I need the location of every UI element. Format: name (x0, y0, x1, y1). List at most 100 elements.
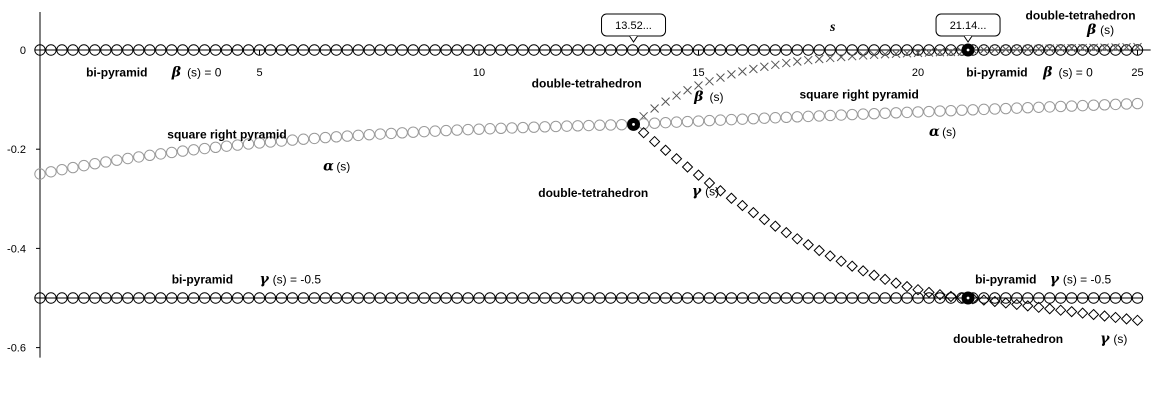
annotation-label: α (323, 159, 334, 175)
series-point (1033, 292, 1045, 304)
series-point (78, 292, 90, 304)
series-point (506, 122, 518, 134)
series-point (857, 265, 869, 277)
series-point (847, 51, 857, 61)
series-point (550, 44, 562, 56)
callouts: 13.52...21.14... (601, 13, 1001, 43)
series-point (846, 108, 858, 121)
series-point (659, 44, 672, 56)
series-point (144, 44, 156, 56)
series-point (209, 44, 222, 56)
series-point (572, 44, 584, 56)
annotation-label: (s) (1113, 332, 1127, 346)
series-point (242, 138, 255, 150)
series-point (396, 292, 408, 304)
series-point (133, 151, 145, 163)
series-point (45, 44, 57, 56)
series-point (1131, 44, 1144, 56)
series-point (978, 294, 990, 306)
series-point (594, 44, 606, 56)
series-point (650, 104, 659, 113)
series-point (495, 122, 507, 135)
series-point (550, 292, 562, 304)
series-point (747, 44, 760, 56)
annotation-label: (s) (336, 160, 350, 174)
series-point (1000, 292, 1012, 304)
series-point (857, 108, 869, 120)
series-point (681, 292, 694, 304)
series-point (1067, 43, 1077, 53)
series-point (561, 120, 573, 132)
series-point (319, 292, 332, 304)
series-point (264, 44, 277, 56)
series-point (727, 70, 736, 79)
series-point (374, 128, 386, 140)
series-point (572, 120, 584, 132)
series-point (275, 292, 288, 304)
series-point (100, 44, 112, 56)
series-point (769, 112, 782, 124)
series-point (802, 239, 814, 251)
series-point (1044, 44, 1056, 56)
series-point (890, 44, 902, 56)
series-point (572, 292, 584, 304)
series-point (451, 44, 463, 56)
series-point (1022, 101, 1034, 114)
series-point (769, 44, 782, 56)
series-point (451, 292, 463, 304)
series-point (692, 115, 705, 127)
series-point (989, 103, 1001, 115)
series-point (1111, 43, 1120, 52)
series-point (1045, 44, 1055, 53)
series-point (670, 292, 683, 304)
series-point (1109, 292, 1122, 304)
series-point (594, 119, 606, 131)
series-point (45, 292, 57, 304)
x-tick-label: 20 (912, 67, 924, 79)
series-point (946, 47, 956, 57)
series-point (1098, 99, 1111, 111)
series-point (1098, 44, 1111, 56)
annotation-label: bi-pyramid (966, 65, 1027, 79)
value-callout: 21.14... (935, 13, 1001, 43)
annotation-label: (s) (709, 90, 723, 104)
annotation-label: double-tetrahedron (953, 332, 1063, 346)
series-point (626, 44, 639, 56)
series-point (1065, 305, 1078, 318)
callout-label: 21.14... (950, 20, 987, 32)
series-point (835, 44, 847, 56)
annotation-label: bi-pyramid (975, 273, 1036, 287)
series-point (176, 44, 189, 56)
series-point (694, 81, 703, 90)
series-point (749, 64, 758, 74)
series-point (835, 109, 847, 121)
series-point (363, 44, 375, 56)
series-point (308, 292, 321, 304)
series-point (1023, 44, 1033, 54)
series-point (714, 292, 727, 304)
series-point (462, 292, 474, 304)
series-point (1000, 102, 1012, 115)
series-point (440, 292, 452, 304)
annotation-label: γ (692, 183, 702, 199)
annotation-label: (s) (705, 184, 719, 198)
series-point (835, 255, 847, 267)
series-point (747, 292, 760, 304)
series-point (45, 166, 57, 178)
series-point (934, 105, 946, 117)
series-point (286, 44, 299, 56)
series-point (297, 133, 310, 145)
series-point (198, 44, 211, 56)
series-point (705, 76, 714, 86)
series-point (1076, 307, 1089, 319)
series-point (802, 110, 814, 123)
series-point (341, 44, 353, 56)
series-point (1012, 44, 1022, 54)
series-point (902, 48, 912, 58)
series-point (1109, 311, 1122, 324)
annotation-label: bi-pyramid (86, 65, 147, 79)
series-point (935, 47, 945, 57)
series-point (824, 109, 836, 122)
series-point (901, 44, 913, 56)
